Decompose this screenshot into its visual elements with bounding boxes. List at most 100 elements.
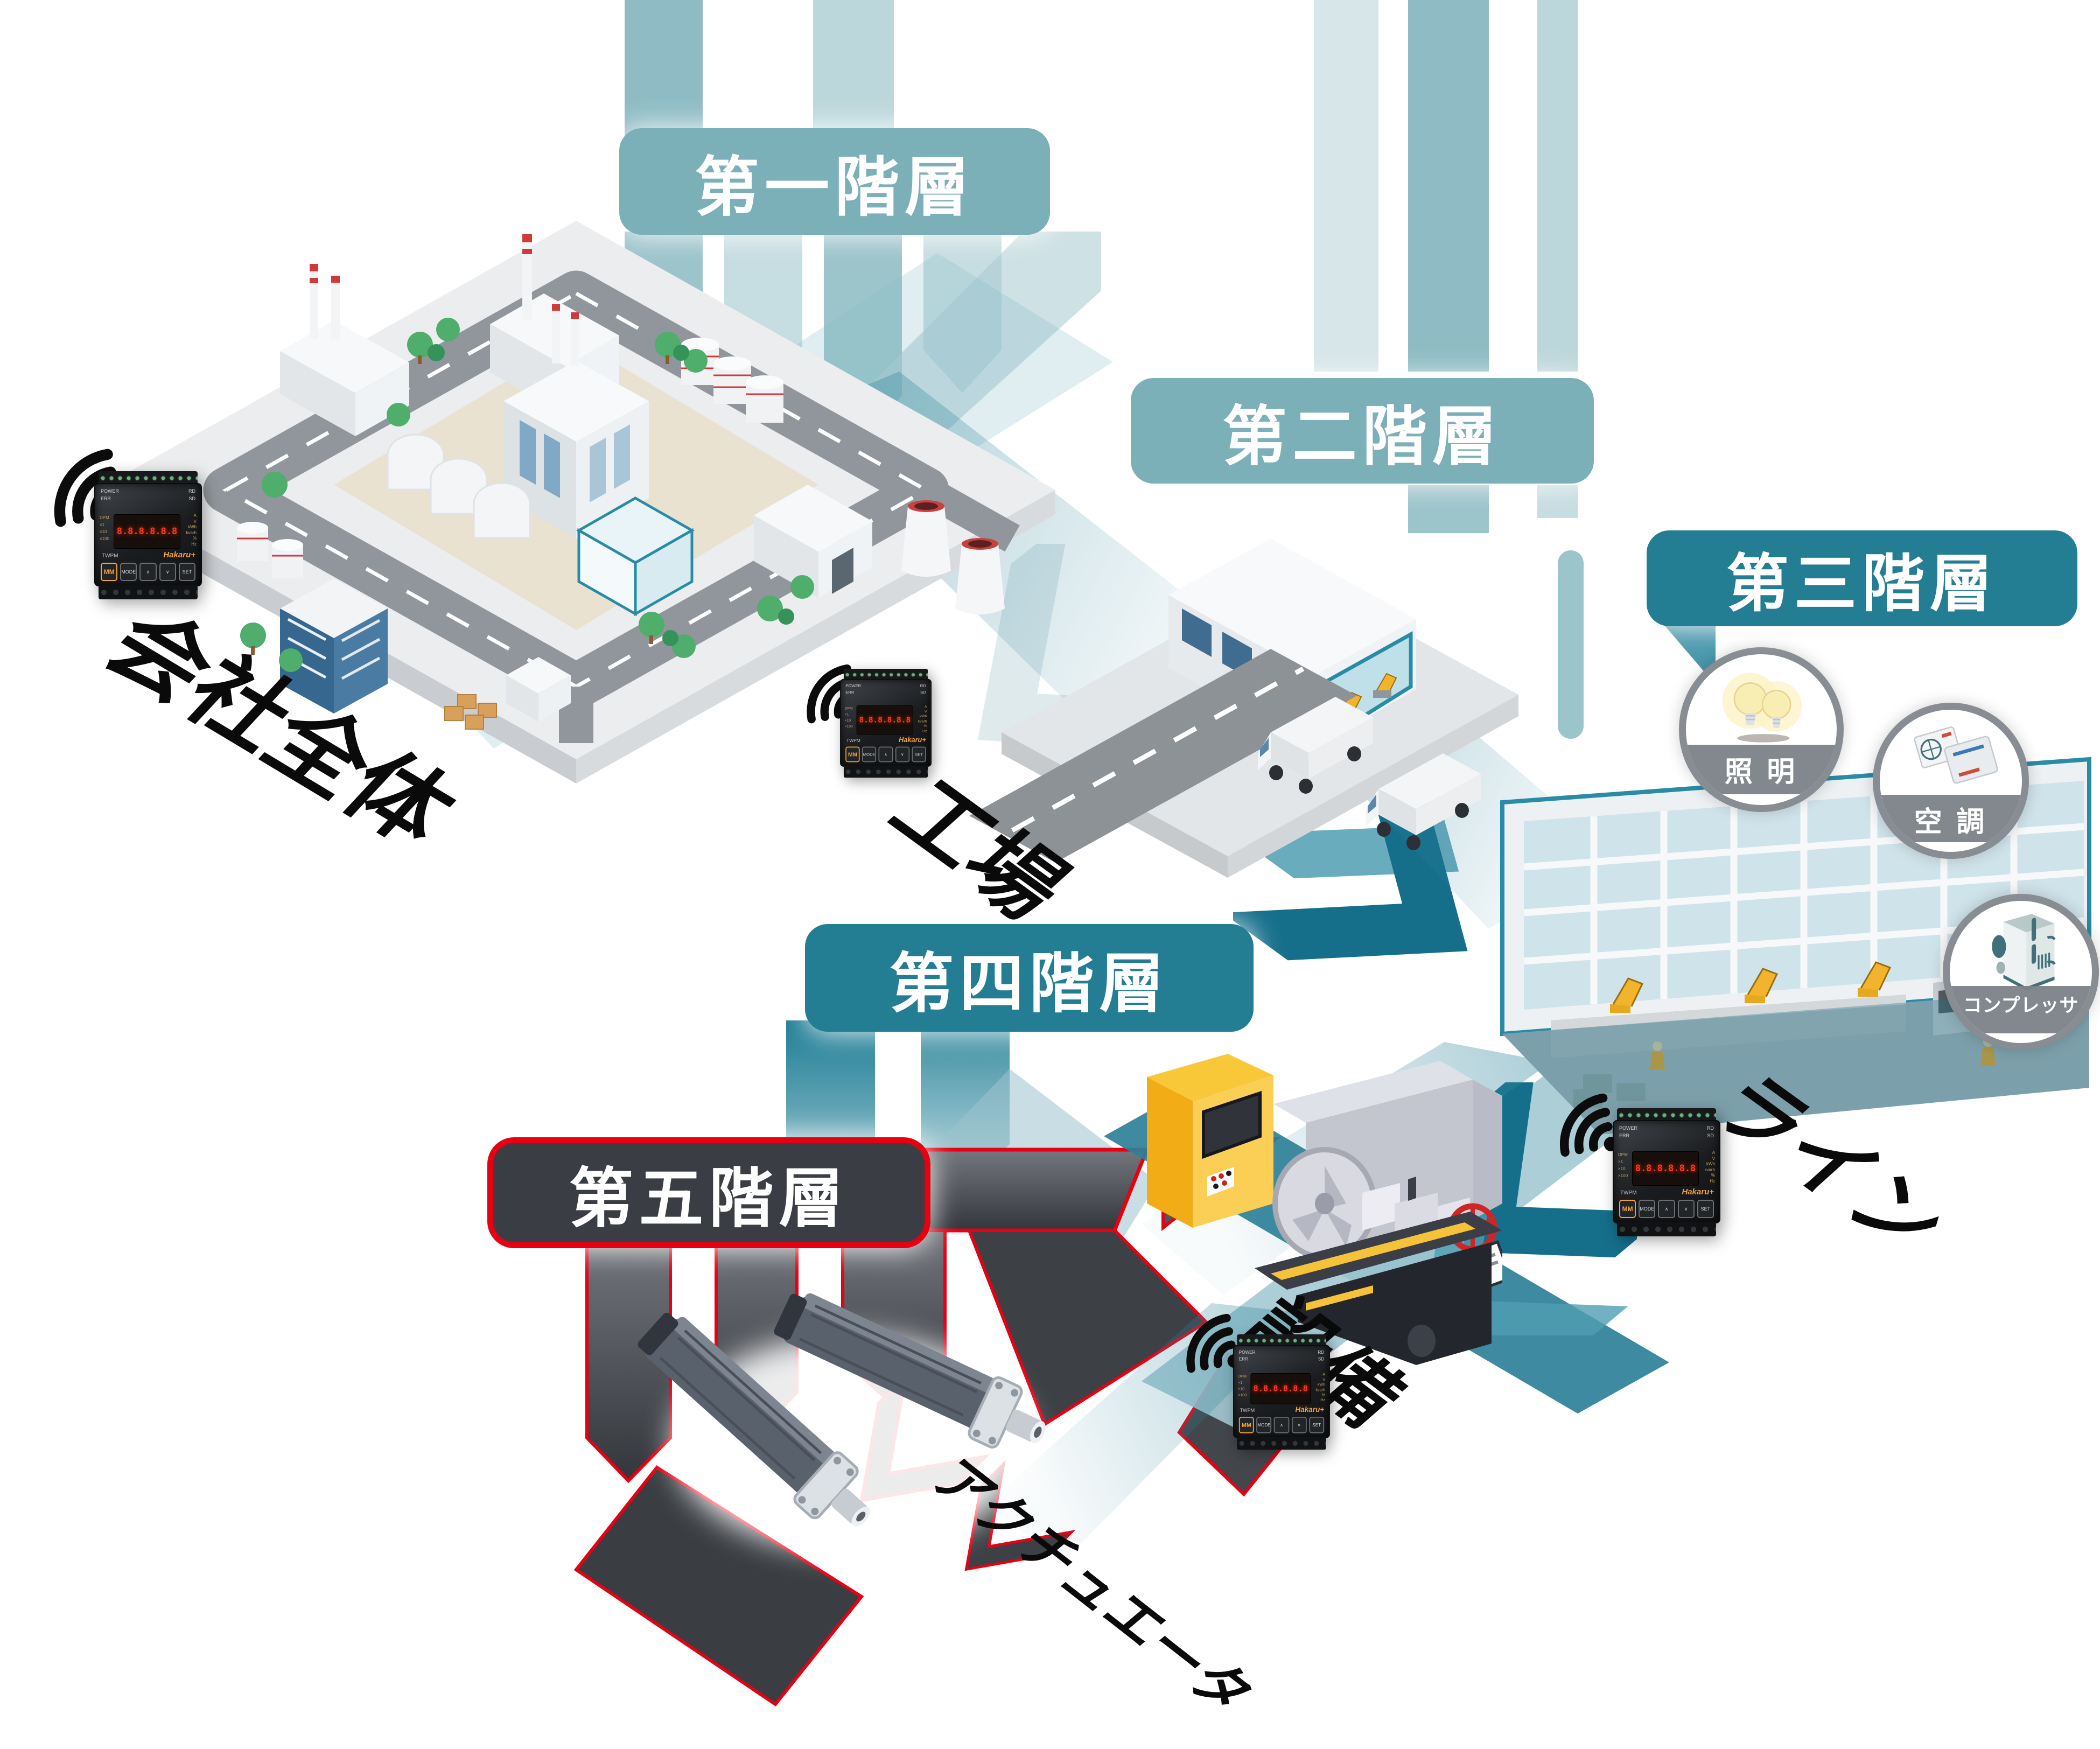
power-meter-factory: POWER ERR RD SD DPM ×1 ×10 ×100 8.8.8.8.… bbox=[840, 669, 932, 778]
meter-mult-x10: ×10 bbox=[100, 529, 107, 534]
meter-button-set: SET bbox=[178, 563, 196, 581]
meter-led-power: POWER bbox=[101, 488, 120, 494]
line-robots bbox=[1610, 961, 1892, 1013]
meter-button-mm: MM bbox=[1619, 1200, 1636, 1218]
meter-display: 8.8.8.8.8.8 bbox=[856, 705, 913, 735]
meter-display: 8.8.8.8.8.8 bbox=[1250, 1373, 1311, 1404]
meter-terminal-strip-bottom bbox=[99, 585, 198, 599]
tier1-banner: 第一階層 bbox=[619, 128, 1050, 235]
meter-mult-x10: ×10 bbox=[844, 718, 851, 723]
meter-unit-labels: A V kWh kvarh % Hz bbox=[1704, 1150, 1715, 1184]
meter-mult-x10: ×10 bbox=[1618, 1166, 1626, 1171]
meter-unit-a: A bbox=[1322, 1372, 1325, 1377]
city-illustration bbox=[97, 221, 1055, 783]
meter-multiplier-labels: DPM ×1 ×10 ×100 bbox=[845, 706, 853, 729]
meter-button-down: ∨ bbox=[895, 746, 910, 762]
meter-button-mode: MODE bbox=[120, 563, 137, 581]
lighting-label: 照 明 bbox=[1686, 745, 1837, 795]
compressor-circle: コンプレッサ bbox=[1943, 894, 2099, 1050]
meter-unit-kvarh: kvarh bbox=[1704, 1167, 1715, 1172]
meter-status-leds: POWER ERR bbox=[101, 488, 119, 501]
meter-buttons: MM MODE ∧ ∨ SET bbox=[1238, 1417, 1325, 1433]
meter-mult-x100: ×100 bbox=[1238, 1393, 1247, 1397]
meter-unit-labels: A V kWh kvarh % Hz bbox=[918, 704, 927, 733]
meter-brand: Hakaru+ bbox=[1682, 1187, 1714, 1197]
meter-unit-percent: % bbox=[192, 536, 197, 541]
power-meter: POWER ERR RD SD DPM ×1 ×10 ×100 8.8.8.8.… bbox=[840, 669, 932, 778]
meter-unit-a: A bbox=[193, 513, 197, 518]
meter-unit-hz: Hz bbox=[922, 729, 927, 733]
tier5-banner: 第五階層 bbox=[487, 1137, 930, 1248]
meter-mult-x1: ×1 bbox=[1238, 1380, 1243, 1385]
meter-unit-a: A bbox=[1712, 1150, 1715, 1155]
meter-multiplier-labels: DPM ×1 ×10 ×100 bbox=[1618, 1152, 1628, 1178]
meter-buttons: MM MODE ∧ ∨ SET bbox=[101, 563, 196, 581]
machine-illustration bbox=[1147, 1054, 1502, 1365]
factory-illustration bbox=[969, 538, 1518, 878]
meter-unit-v: V bbox=[193, 519, 197, 524]
aircon-circle: 空 調 bbox=[1873, 703, 2029, 859]
curtain-stripes-tier2 bbox=[1314, 0, 1578, 533]
power-meter-line: POWER ERR RD SD DPM ×1 ×10 ×100 8.8.8.8.… bbox=[1613, 1108, 1720, 1236]
meter-face: POWER ERR RD SD DPM ×1 ×10 ×100 8.8.8.8.… bbox=[1613, 1120, 1720, 1223]
meter-mult-dpm: DPM bbox=[1238, 1374, 1247, 1379]
meter-led-rd: RD bbox=[1707, 1125, 1714, 1131]
meter-terminal-strip-bottom bbox=[843, 766, 928, 778]
meter-brand: Hakaru+ bbox=[1295, 1405, 1325, 1414]
meter-button-up: ∧ bbox=[1273, 1417, 1290, 1433]
meter-display: 8.8.8.8.8.8 bbox=[1632, 1151, 1699, 1186]
tier2-banner: 第二階層 bbox=[1131, 378, 1594, 484]
meter-mult-x100: ×100 bbox=[844, 724, 853, 729]
meter-model: TWPM bbox=[1620, 1190, 1637, 1196]
meter-button-mm: MM bbox=[845, 746, 860, 762]
meter-mult-x1: ×1 bbox=[1618, 1159, 1623, 1164]
meter-unit-v: V bbox=[1322, 1377, 1325, 1382]
meter-terminal-strip-top bbox=[1237, 1334, 1326, 1347]
meter-led-sd: SD bbox=[1318, 1356, 1325, 1362]
meter-mult-x100: ×100 bbox=[1618, 1173, 1628, 1178]
power-meter-company: POWER ERR RD SD DPM ×1 ×10 ×100 8.8.8.8.… bbox=[94, 471, 202, 599]
meter-unit-kvarh: kvarh bbox=[1315, 1387, 1325, 1392]
meter-unit-labels: A V kWh kvarh % Hz bbox=[186, 513, 197, 547]
meter-unit-percent: % bbox=[1711, 1173, 1715, 1178]
meter-led-err: ERR bbox=[101, 496, 111, 501]
meter-display: 8.8.8.8.8.8 bbox=[114, 514, 180, 549]
meter-terminal-strip-top bbox=[99, 471, 198, 485]
meter-button-down: ∨ bbox=[159, 563, 176, 581]
meter-mult-dpm: DPM bbox=[1618, 1152, 1628, 1157]
teal-capsule-bar bbox=[1558, 550, 1584, 739]
meter-comm-leds: RD SD bbox=[188, 488, 195, 501]
power-meter-equipment: POWER ERR RD SD DPM ×1 ×10 ×100 8.8.8.8.… bbox=[1233, 1334, 1330, 1450]
meter-led-power: POWER bbox=[1238, 1349, 1256, 1355]
meter-button-set: SET bbox=[1697, 1200, 1714, 1218]
meter-led-rd: RD bbox=[920, 683, 926, 688]
meter-button-set: SET bbox=[912, 746, 926, 762]
tier3-banner: 第三階層 bbox=[1647, 530, 2077, 626]
meter-model: TWPM bbox=[102, 553, 118, 559]
meter-led-err: ERR bbox=[1238, 1356, 1248, 1362]
meter-button-up: ∧ bbox=[139, 563, 157, 581]
meter-unit-a: A bbox=[924, 704, 927, 709]
meter-unit-kwh: kWh bbox=[919, 714, 927, 718]
meter-terminal-strip-top bbox=[1617, 1108, 1716, 1122]
meter-unit-kwh: kWh bbox=[1317, 1382, 1325, 1387]
meter-multiplier-labels: DPM ×1 ×10 ×100 bbox=[1238, 1374, 1247, 1397]
meter-face: POWER ERR RD SD DPM ×1 ×10 ×100 8.8.8.8.… bbox=[94, 483, 202, 586]
meter-led-rd: RD bbox=[1318, 1349, 1325, 1355]
meter-model: TWPM bbox=[1240, 1408, 1255, 1414]
meter-mult-x1: ×1 bbox=[844, 712, 849, 717]
wifi-signal-icon bbox=[1559, 1093, 1619, 1157]
meter-unit-kwh: kWh bbox=[1706, 1162, 1715, 1167]
meter-multiplier-labels: DPM ×1 ×10 ×100 bbox=[100, 515, 109, 541]
meter-led-power: POWER bbox=[845, 683, 862, 688]
meter-terminal-strip-bottom bbox=[1237, 1437, 1326, 1450]
meter-mult-dpm: DPM bbox=[844, 706, 853, 711]
compressor-label: コンプレッサ bbox=[1950, 986, 2092, 1033]
meter-comm-leds: RD SD bbox=[920, 683, 926, 694]
meter-brand: Hakaru+ bbox=[899, 736, 926, 744]
meter-mult-x1: ×1 bbox=[100, 522, 105, 527]
meter-unit-v: V bbox=[924, 709, 927, 713]
meter-unit-kvarh: kvarh bbox=[186, 530, 197, 535]
meter-status-leds: POWER ERR bbox=[845, 683, 861, 694]
